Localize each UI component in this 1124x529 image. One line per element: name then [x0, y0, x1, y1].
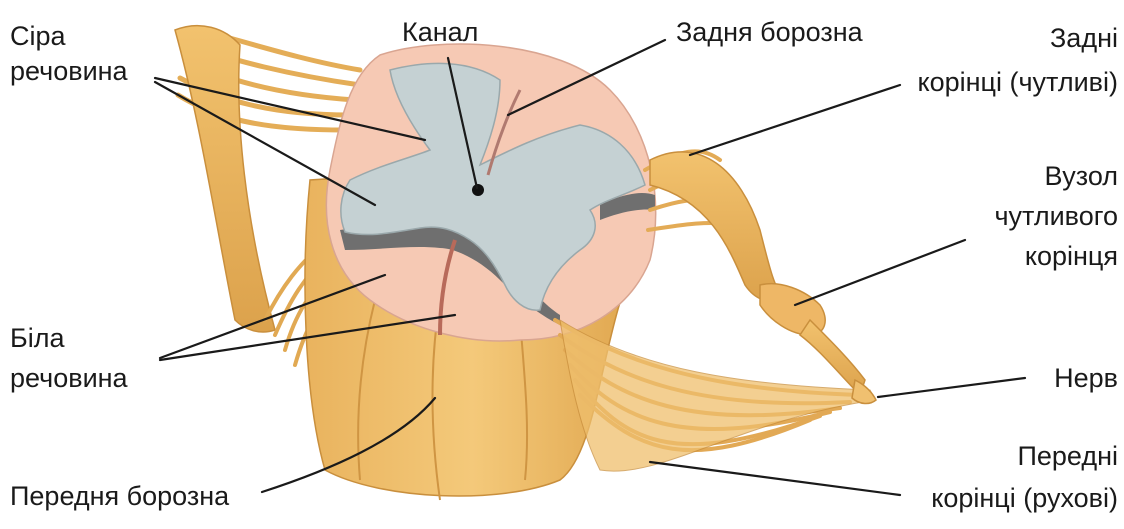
- label-ganglion-3: корінця: [1025, 240, 1118, 272]
- label-canal: Канал: [402, 16, 478, 48]
- label-ganglion-1: Вузол: [1045, 160, 1118, 192]
- label-ganglion-2: чутливого: [994, 200, 1118, 232]
- label-white-matter-2: речовина: [10, 362, 128, 394]
- label-posterior-roots-2: корінці (чутливі): [917, 66, 1118, 98]
- left-root-bundle: [175, 26, 275, 332]
- label-nerve: Нерв: [1054, 362, 1118, 394]
- label-grey-matter-2: речовина: [10, 55, 128, 87]
- label-anterior-roots-1: Передні: [1017, 440, 1118, 472]
- label-anterior-fissure: Передня борозна: [10, 480, 229, 512]
- leader-nerve: [878, 378, 1025, 397]
- label-anterior-roots-2: корінці (рухові): [931, 482, 1118, 514]
- leader-ganglion: [795, 240, 965, 305]
- label-posterior-roots-1: Задні: [1050, 22, 1118, 54]
- leader-posterior-roots: [690, 85, 900, 155]
- central-canal: [472, 184, 484, 196]
- leader-anterior-roots: [650, 462, 900, 495]
- label-white-matter-1: Біла: [10, 322, 65, 354]
- label-grey-matter-1: Сіра: [10, 20, 66, 52]
- label-posterior-sulcus: Задня борозна: [676, 16, 863, 48]
